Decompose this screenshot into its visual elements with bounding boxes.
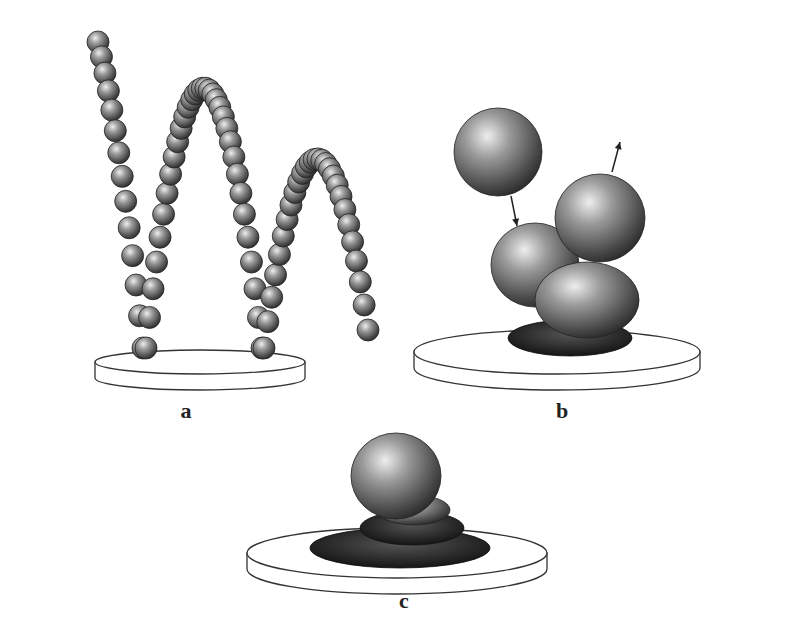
droplet — [104, 120, 126, 142]
droplet — [118, 217, 140, 239]
panel-letter: c — [399, 590, 409, 612]
droplet — [233, 203, 255, 225]
droplet — [101, 99, 123, 121]
droplet — [115, 190, 137, 212]
droplet — [353, 294, 375, 316]
droplet — [142, 278, 164, 300]
droplet — [257, 311, 279, 333]
droplet — [156, 182, 178, 204]
panel-letter: a — [181, 400, 192, 422]
droplet — [357, 319, 379, 341]
droplet — [153, 203, 175, 225]
droplet — [111, 165, 133, 187]
droplet — [122, 245, 144, 267]
droplet — [139, 306, 161, 328]
droplet — [135, 337, 157, 359]
droplet — [108, 142, 130, 164]
droplet — [237, 226, 259, 248]
droplet — [345, 250, 367, 272]
motion-arrow — [612, 142, 622, 172]
droplet — [97, 80, 119, 102]
droplet — [146, 251, 168, 273]
droplet — [342, 231, 364, 253]
droplet — [351, 433, 441, 519]
droplet — [226, 163, 248, 185]
droplet — [149, 226, 171, 248]
droplet — [240, 251, 262, 273]
droplet — [265, 264, 287, 286]
droplet — [535, 262, 639, 338]
droplet — [454, 108, 542, 196]
droplet — [230, 182, 252, 204]
droplet — [253, 337, 275, 359]
droplet — [349, 271, 371, 293]
droplet — [261, 286, 283, 308]
platform-disk — [95, 350, 305, 390]
droplet — [268, 243, 290, 265]
panel-letter: b — [556, 400, 568, 422]
droplet — [555, 174, 645, 262]
motion-arrow — [511, 196, 519, 226]
